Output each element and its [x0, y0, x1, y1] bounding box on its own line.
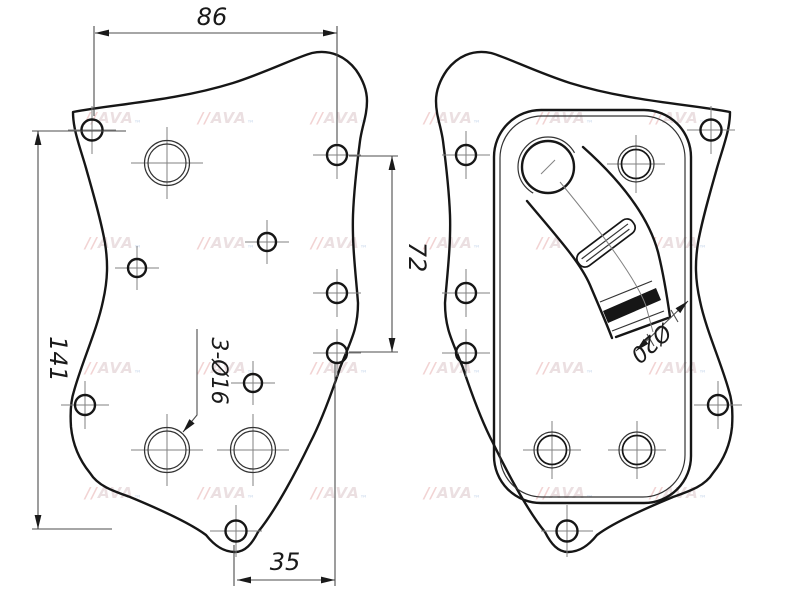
brand-watermark: //AVA™	[196, 234, 256, 253]
arrowhead	[675, 301, 688, 314]
brand-watermark: //AVA™	[196, 484, 256, 503]
dimension-86: 86	[93, 3, 338, 143]
brand-watermark: //AVA™	[83, 234, 143, 253]
oil-port-outer	[143, 139, 191, 187]
pipe-end-cap	[614, 316, 670, 339]
mounting-hole	[242, 372, 264, 394]
arrowhead	[237, 576, 251, 584]
arrowhead	[636, 338, 649, 351]
arrowhead	[34, 131, 42, 145]
oil-port-inner	[620, 148, 652, 180]
oil-port-inner	[147, 143, 187, 183]
cooler-body-outer	[492, 108, 693, 505]
brand-watermark: //AVA™	[422, 484, 482, 503]
dimension-72-label: 72	[403, 242, 431, 273]
mounting-hole	[325, 143, 349, 167]
dimension-72: 72	[349, 155, 431, 353]
mounting-hole	[454, 281, 478, 305]
right-view-holes	[442, 106, 742, 557]
pipe-centerline	[559, 181, 654, 333]
mounting-hole	[126, 257, 148, 279]
mounting-hole	[706, 393, 730, 417]
dimension-141-label: 141	[44, 336, 72, 382]
arrowhead	[321, 576, 335, 584]
extension-tick	[646, 333, 655, 347]
hose-bead-ring	[575, 218, 637, 268]
mounting-hole	[325, 281, 349, 305]
oil-port-inner	[233, 430, 273, 470]
bead-shading-line	[585, 228, 630, 263]
brand-watermark: //AVA™	[309, 484, 369, 503]
arrowhead	[388, 156, 396, 170]
arrowhead	[183, 419, 195, 432]
brand-watermark: //AVA™	[422, 109, 482, 128]
pipe-body-fill	[527, 147, 670, 338]
oil-port-inner	[621, 434, 653, 466]
dimension-86-label: 86	[197, 3, 228, 31]
right-view-body: Ø20	[434, 50, 742, 557]
left-view-holes	[61, 106, 361, 557]
mounting-hole	[555, 519, 579, 543]
oil-port-inner	[536, 434, 568, 466]
brand-watermark: //AVA™	[422, 234, 482, 253]
oil-port-outer	[617, 145, 655, 183]
mounting-hole	[73, 393, 97, 417]
left-view-oil-ports	[131, 127, 289, 486]
leader-line	[182, 329, 198, 433]
pipe-flange-circle	[520, 139, 576, 195]
arrowhead	[34, 515, 42, 529]
arrowhead	[95, 29, 109, 37]
outlet-pipe	[517, 136, 672, 340]
dimension-35-label: 35	[270, 548, 301, 576]
dimension-141: 141	[32, 130, 126, 530]
pipe-center-tick	[540, 159, 556, 175]
brand-watermark: //AVA™	[535, 484, 595, 503]
pipe-tip-line	[611, 310, 665, 332]
mounting-hole	[325, 341, 349, 365]
mounting-hole	[454, 341, 478, 365]
brand-watermark: //AVA™	[309, 109, 369, 128]
extension-tick	[670, 309, 679, 323]
brand-watermark: //AVA™	[535, 359, 595, 378]
arrowhead	[388, 338, 396, 352]
mounting-hole	[699, 118, 723, 142]
oil-port-outer	[618, 431, 656, 469]
dimension-35: 35	[233, 364, 336, 586]
bead-shading-line	[581, 223, 629, 260]
mounting-hole	[80, 118, 104, 142]
arrowhead	[323, 29, 337, 37]
mounting-hole	[454, 143, 478, 167]
brand-watermark: //AVA™	[535, 109, 595, 128]
oil-port-outer	[229, 426, 277, 474]
cooler-body-inner	[499, 115, 686, 498]
brand-watermark: //AVA™	[83, 484, 143, 503]
brand-watermark: //AVA™	[196, 109, 256, 128]
pipe-dark-band	[603, 288, 661, 323]
brand-watermark: //AVA™	[309, 234, 369, 253]
flange-outline	[434, 50, 734, 554]
pipe-step-line	[599, 280, 653, 303]
oil-port-outer	[533, 431, 571, 469]
brand-watermark: //AVA™	[83, 359, 143, 378]
pipe-edge-lower	[525, 199, 614, 340]
oil-port-outer	[143, 426, 191, 474]
right-view-oil-ports	[523, 135, 666, 479]
pipe-edge-upper	[581, 145, 672, 319]
flange-outline	[69, 50, 369, 554]
mounting-hole	[224, 519, 248, 543]
brand-watermark: //AVA™	[648, 359, 708, 378]
leader-3xd16: 3-Ø16	[182, 329, 231, 433]
holes-spec-label: 3-Ø16	[206, 337, 231, 404]
bead-band	[575, 218, 637, 268]
mounting-hole	[256, 231, 278, 253]
flange-outline-mirrored	[434, 50, 734, 554]
left-view-flange: 86 141 72 35	[32, 3, 431, 586]
oil-port-inner	[147, 430, 187, 470]
